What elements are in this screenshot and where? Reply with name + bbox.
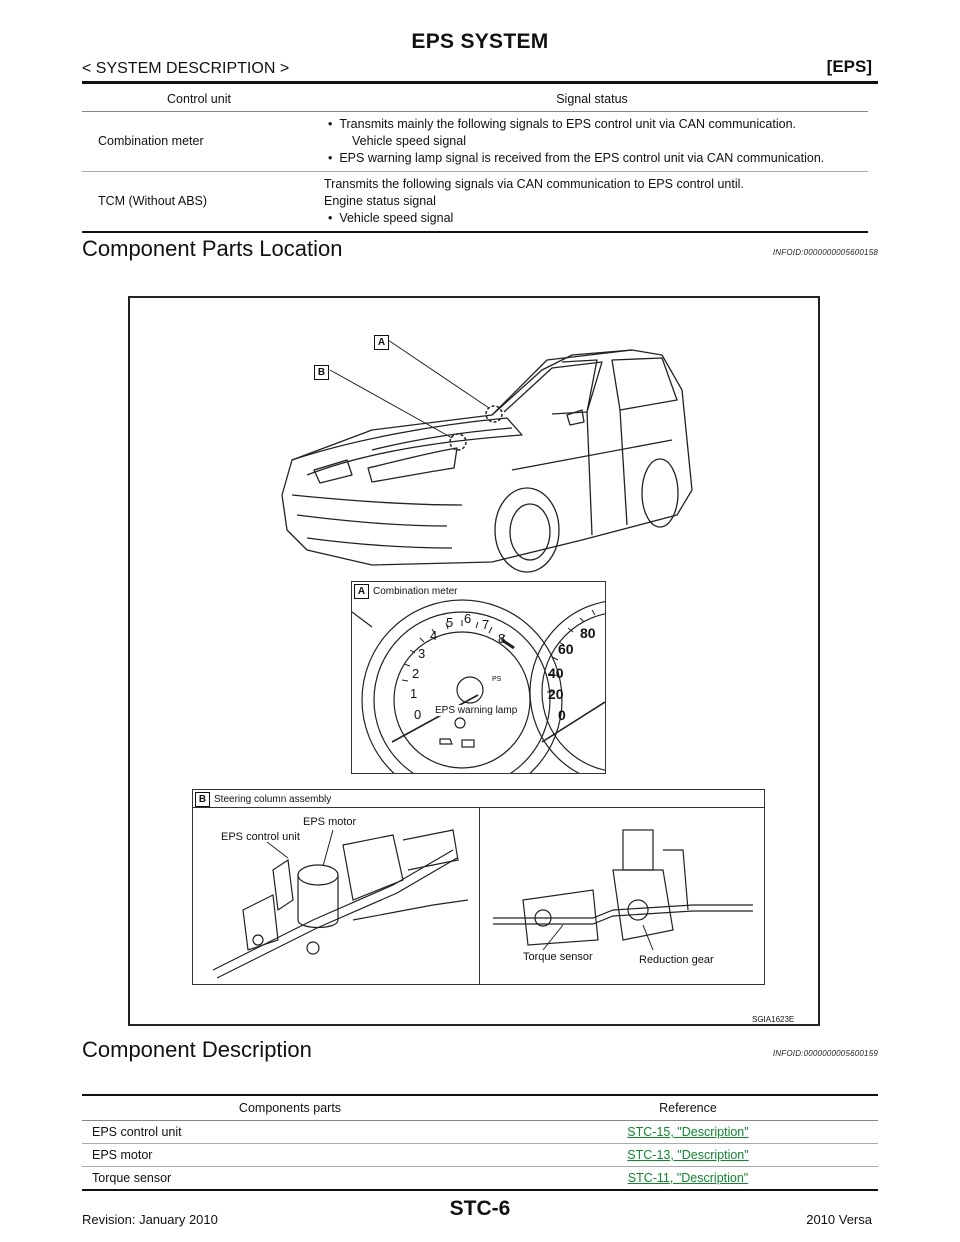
callout-a: A: [374, 335, 389, 350]
col-signal-status: Signal status: [316, 86, 868, 112]
meter-drawing: [352, 599, 605, 773]
signal-line: EPS warning lamp signal is received from…: [324, 150, 860, 167]
reference-cell: STC-11, "Description": [498, 1166, 878, 1191]
vehicle-illustration: [281, 339, 693, 573]
table-row: Torque sensor STC-11, "Description": [82, 1166, 878, 1191]
signal-status-cell: Transmits mainly the following signals t…: [316, 111, 868, 172]
part-cell: Torque sensor: [82, 1166, 498, 1191]
signal-line: Vehicle speed signal: [352, 134, 466, 148]
tach-number: 0: [414, 707, 422, 722]
table-row: EPS motor STC-13, "Description": [82, 1143, 878, 1167]
meter-tag-a: A: [354, 584, 369, 599]
steering-drawing: [212, 829, 753, 979]
speed-number: 60: [558, 641, 574, 657]
component-description-infoid: INFOID:0000000005600159: [772, 1049, 878, 1058]
tach-number: 3: [418, 646, 426, 661]
signal-line: Vehicle speed signal: [324, 210, 860, 227]
table-row: EPS control unit STC-15, "Description": [82, 1120, 878, 1144]
footer-revision: Revision: January 2010: [82, 1212, 218, 1227]
reduction-gear-label: Reduction gear: [639, 954, 714, 966]
footer-page-number: STC-6: [449, 1197, 511, 1220]
reference-link[interactable]: STC-13, "Description": [627, 1148, 749, 1162]
speed-number: 20: [548, 686, 564, 702]
control-unit-cell: TCM (Without ABS): [82, 171, 316, 233]
page-title: EPS SYSTEM: [411, 30, 549, 53]
steer-title: Steering column assembly: [214, 794, 332, 805]
tach-number: 1: [410, 686, 418, 701]
col-reference: Reference: [498, 1094, 878, 1121]
eps-control-unit-label: EPS control unit: [221, 831, 300, 843]
component-location-heading: Component Parts Location: [82, 236, 343, 261]
table-row: TCM (Without ABS) Transmits the followin…: [82, 171, 868, 233]
reference-cell: STC-15, "Description": [498, 1120, 878, 1144]
col-components-parts: Components parts: [82, 1094, 498, 1121]
callout-b: B: [314, 365, 329, 380]
eps-warning-lamp-label: EPS warning lamp: [435, 705, 518, 716]
location-a-marker: [485, 405, 503, 423]
tach-number: 8: [498, 631, 506, 646]
figure-code: SGIA1623E: [752, 1015, 795, 1024]
signal-line: Transmits the following signals via CAN …: [324, 177, 744, 191]
steer-tag-b: B: [195, 792, 210, 807]
ps-label: PS: [492, 676, 502, 683]
component-figure: [128, 296, 820, 1026]
location-b-marker: [449, 433, 467, 451]
footer-model: 2010 Versa: [806, 1212, 872, 1227]
tach-number: 2: [412, 666, 420, 681]
part-cell: EPS control unit: [82, 1120, 498, 1144]
meter-title: Combination meter: [373, 586, 458, 597]
reference-cell: STC-13, "Description": [498, 1143, 878, 1167]
signal-table: Control unit Signal status Combination m…: [82, 86, 868, 233]
section-label: < SYSTEM DESCRIPTION >: [82, 60, 290, 77]
tach-number: 4: [430, 628, 438, 643]
part-cell: EPS motor: [82, 1143, 498, 1167]
header-code: [EPS]: [826, 57, 872, 76]
steering-column-inset: B Steering column assembly: [192, 789, 765, 985]
reference-link[interactable]: STC-11, "Description": [627, 1171, 749, 1185]
reference-link[interactable]: STC-15, "Description": [627, 1125, 749, 1139]
table-row: Combination meter Transmits mainly the f…: [82, 111, 868, 172]
signal-line: Transmits mainly the following signals t…: [324, 116, 860, 133]
tach-number: 6: [464, 611, 472, 626]
header-rule: [82, 81, 878, 84]
torque-sensor-label: Torque sensor: [523, 951, 593, 963]
tach-number: 7: [482, 617, 490, 632]
combination-meter-inset: A Combination meter 0 1 2 3 4 5 6 7 8: [351, 581, 606, 774]
tach-number: 5: [446, 615, 454, 630]
component-description-heading: Component Description: [82, 1037, 312, 1062]
signal-line: Engine status signal: [324, 194, 436, 208]
eps-motor-label: EPS motor: [303, 816, 357, 828]
speed-number: 80: [580, 625, 596, 641]
speed-number: 40: [548, 665, 564, 681]
control-unit-cell: Combination meter: [82, 111, 316, 172]
speed-number: 0: [558, 707, 566, 723]
component-table: Components parts Reference EPS control u…: [82, 1094, 878, 1191]
col-control-unit: Control unit: [82, 86, 316, 112]
signal-status-cell: Transmits the following signals via CAN …: [316, 171, 868, 233]
component-location-infoid: INFOID:0000000005600158: [772, 248, 878, 257]
